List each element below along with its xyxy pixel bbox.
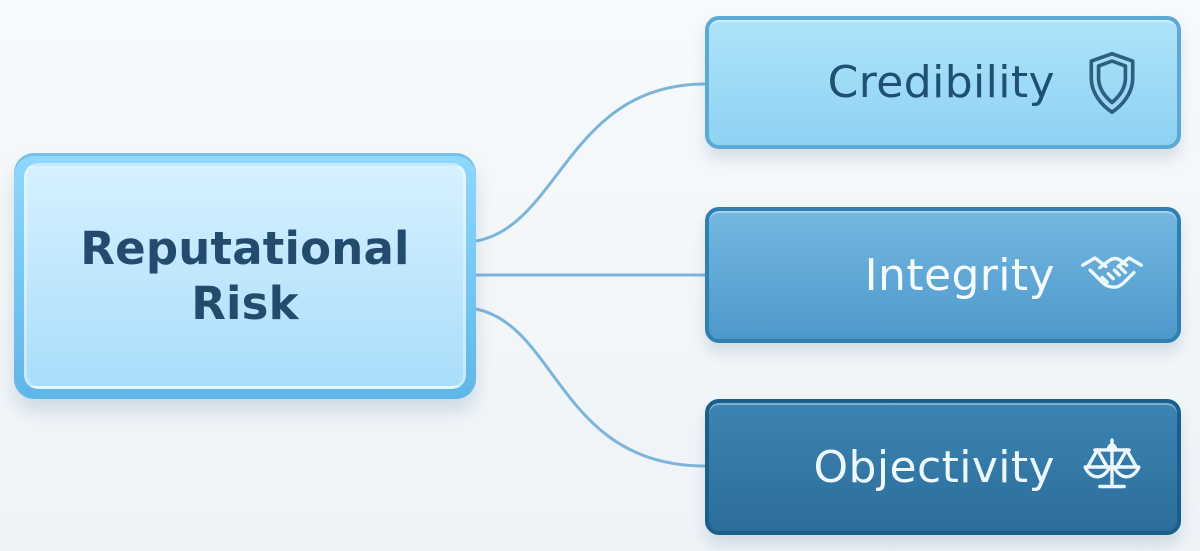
branch-credibility: Credibility [705, 16, 1181, 149]
shield-icon [1073, 44, 1151, 122]
branch-objectivity: Objectivity [705, 399, 1181, 535]
connector-credibility [474, 82, 707, 243]
scale-icon [1073, 428, 1151, 506]
handshake-icon [1073, 236, 1151, 314]
branch-objectivity-label: Objectivity [813, 441, 1055, 493]
root-node: Reputational Risk [14, 153, 476, 399]
branch-integrity-label: Integrity [864, 249, 1055, 301]
root-node-inner: Reputational Risk [24, 163, 466, 389]
branch-credibility-label: Credibility [827, 57, 1055, 108]
connector-objectivity [474, 307, 707, 468]
branch-integrity: Integrity [705, 207, 1181, 343]
root-node-label: Reputational Risk [80, 221, 410, 330]
